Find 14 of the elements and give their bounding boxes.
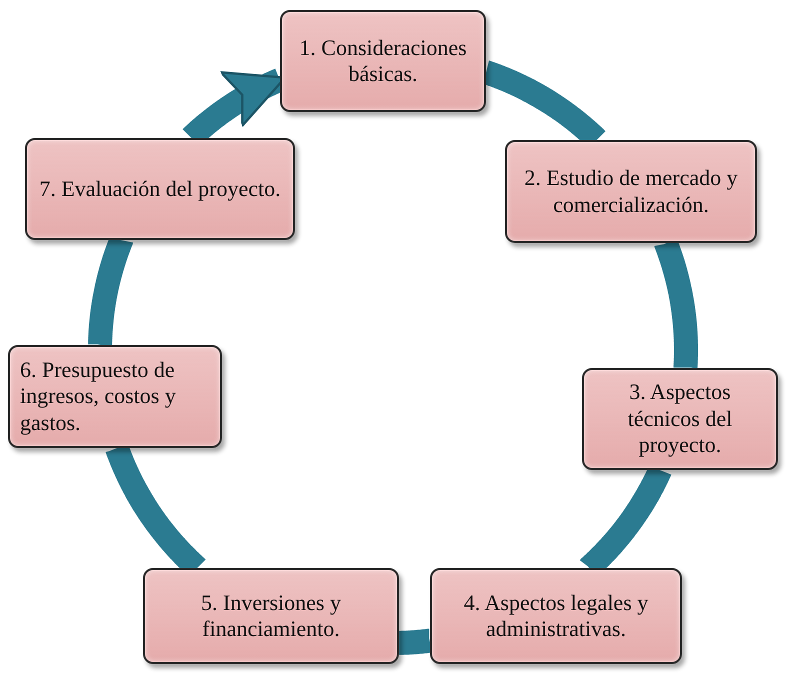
step-box (25, 138, 295, 240)
step-label: 6. Presupuesto de ingresos, costos y gastos. (20, 356, 177, 436)
step-box (280, 10, 486, 112)
step-label: 5. Inversiones y financiamiento. (200, 590, 342, 642)
step-box (143, 568, 399, 664)
step-box (430, 568, 682, 664)
step-label: 4. Aspectos legales y administrativas. (462, 590, 650, 642)
step-box (8, 345, 222, 448)
step-label: 2. Estudio de mercado y comercialización. (523, 165, 739, 218)
step-box (505, 140, 757, 243)
step-label: 1. Consideraciones básicas. (298, 34, 468, 88)
step-box (582, 368, 778, 470)
step-label: 7. Evaluación del proyecto. (39, 176, 281, 202)
step-label: 3. Aspectos técnicos del proyecto. (626, 379, 734, 459)
